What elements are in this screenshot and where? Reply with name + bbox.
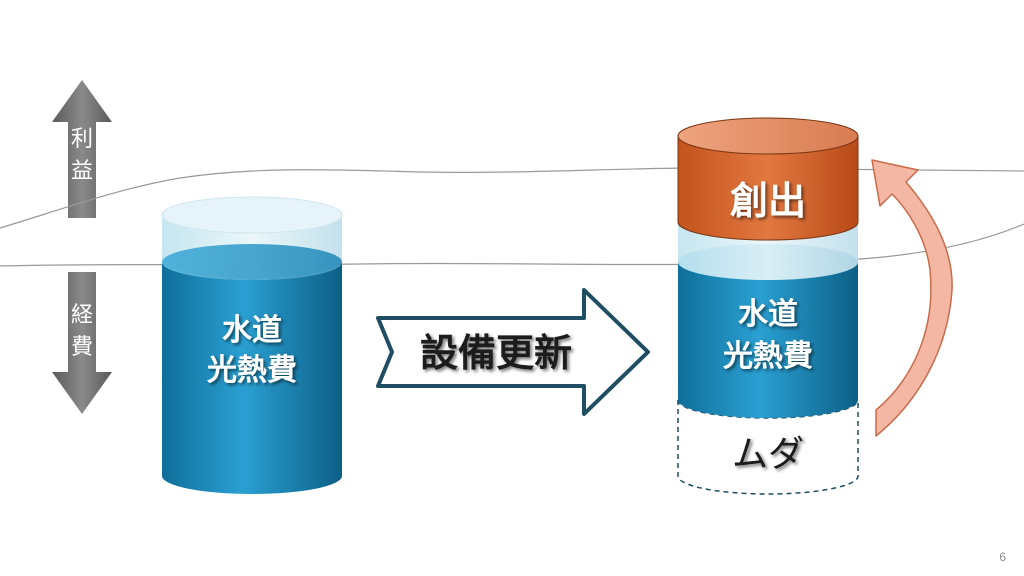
after-cylinder-label-line1: 水道 xyxy=(738,297,798,332)
created-section-body xyxy=(677,135,859,241)
profit-label-char-1: 利 xyxy=(71,127,93,152)
profit-expense-axis-arrow xyxy=(52,80,112,414)
before-cylinder-water-surface xyxy=(162,244,342,280)
waste-label: ムダ xyxy=(732,434,804,475)
axis-down-arrow-shape xyxy=(52,272,112,414)
page-number: 6 xyxy=(999,550,1006,564)
waste-section-outline xyxy=(677,400,859,495)
after-cylinder xyxy=(677,117,859,495)
expense-label-char-2: 費 xyxy=(71,335,93,360)
before-cylinder-top xyxy=(161,196,343,234)
axis-up-arrow-shape xyxy=(52,80,112,218)
before-cylinder-label-line1: 水道 xyxy=(222,313,282,348)
before-cylinder xyxy=(161,196,343,494)
return-curved-arrow xyxy=(871,159,953,437)
before-cylinder-water xyxy=(162,262,342,494)
process-arrow xyxy=(376,288,650,416)
process-arrow-label: 設備更新 xyxy=(420,331,572,375)
created-section-top xyxy=(677,117,859,155)
after-cylinder-water xyxy=(678,262,858,418)
before-cylinder-label-line2: 光熱費 xyxy=(207,353,297,388)
profit-label-char-2: 益 xyxy=(71,159,93,184)
upper-boundary-line xyxy=(0,167,1024,229)
created-label: 創出 xyxy=(730,179,806,223)
process-arrow-shape xyxy=(376,288,650,416)
lower-boundary-line xyxy=(0,223,1024,267)
after-cylinder-label-line2: 光熱費 xyxy=(723,339,813,374)
expense-label-char-1: 経 xyxy=(71,303,93,328)
